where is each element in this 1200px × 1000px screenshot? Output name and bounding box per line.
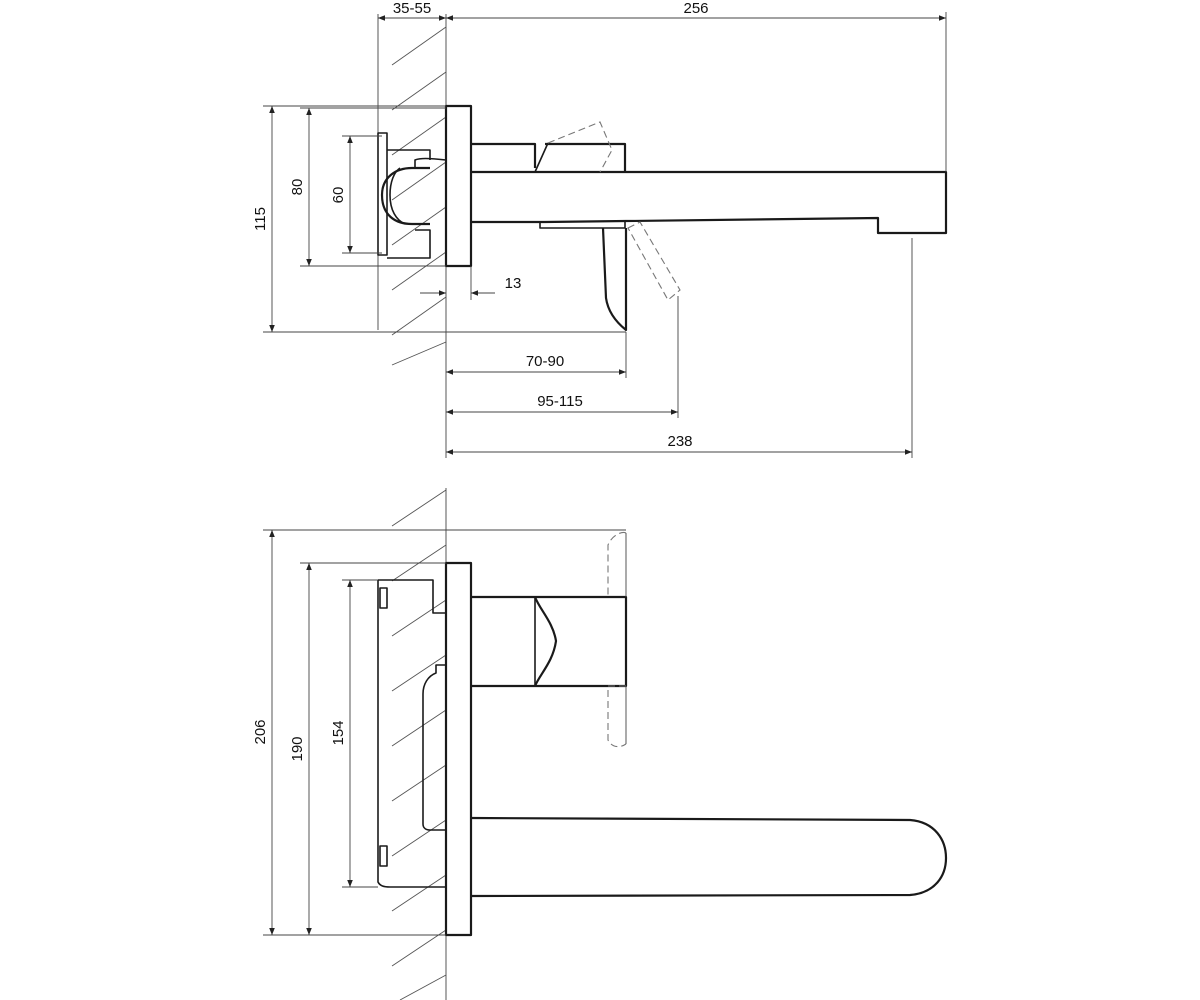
dim-label-35-55: 35-55 [393,0,431,17]
dim-70-90: 70-90 [446,332,627,378]
dim-95-115: 95-115 [446,296,679,418]
dim-190: 190 [289,562,446,936]
dim-label-70-90: 70-90 [526,353,564,370]
lever-open-outline-top [547,121,613,173]
dim-35-55: 35-55 [378,0,446,21]
wall-plate-front [444,561,473,937]
dim-label-60: 60 [330,187,347,204]
dim-206: 206 [252,529,626,936]
dim-label-238: 238 [667,433,692,450]
mounting-box-side [377,132,447,259]
mounting-box-front [377,579,446,888]
dim-label-13: 13 [505,275,522,292]
dim-13: 13 [420,266,521,300]
dim-label-256: 256 [683,0,708,17]
lever-open-outline-bottom [627,221,681,301]
dim-label-154: 154 [330,720,347,745]
dim-label-95-115: 95-115 [537,393,583,410]
side-view: 35-55 256 115 80 60 [252,0,948,458]
dim-115: 115 [252,105,626,333]
wall-plate-side [444,104,473,268]
dim-154: 154 [330,579,378,888]
front-view: 206 190 154 [252,488,948,1000]
wall-hatching-bottom [391,488,447,1000]
wall-hatching-top [377,14,447,366]
mixer-body-side [471,142,948,332]
dim-256: 256 [446,0,947,172]
dim-80: 80 [289,107,446,267]
dim-label-206: 206 [252,719,269,744]
dim-238: 238 [446,238,913,458]
mixer-body-front [470,595,948,898]
dim-60: 60 [330,135,382,254]
dim-label-115: 115 [252,207,269,231]
dim-label-190: 190 [289,736,306,761]
handle-open-outline [607,531,627,748]
dim-label-80: 80 [289,179,306,196]
